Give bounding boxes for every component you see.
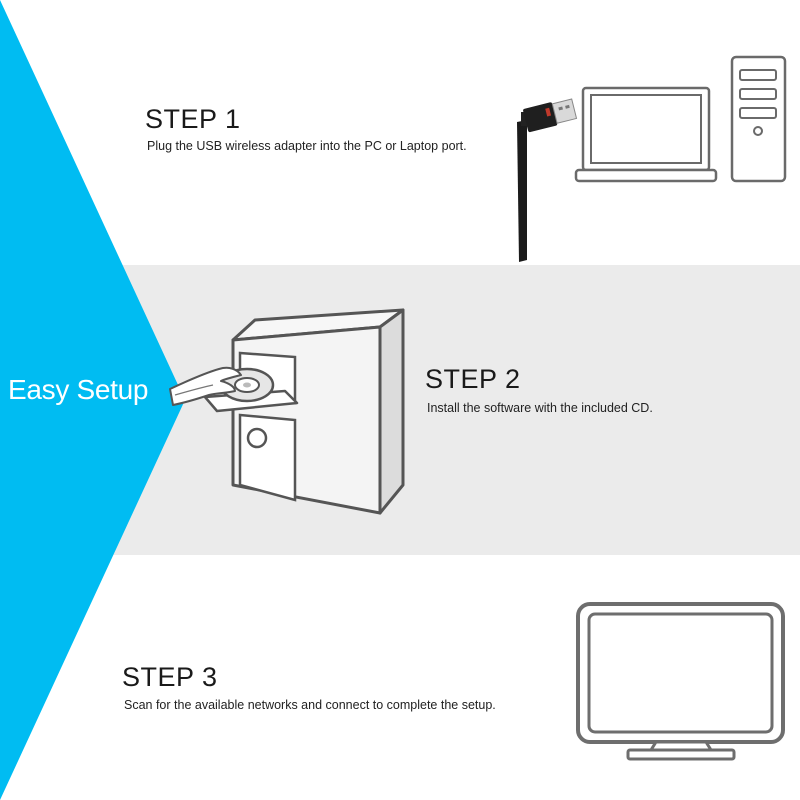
computer-cd-icon — [169, 308, 405, 515]
easy-setup-label: Easy Setup — [8, 374, 149, 405]
usb-adapter-icon — [517, 98, 578, 262]
step-3-description: Scan for the available networks and conn… — [124, 698, 496, 712]
monitor-icon — [576, 602, 785, 761]
step-2-title: STEP 2 — [425, 364, 521, 394]
laptop-icon — [574, 86, 718, 183]
step-1-description: Plug the USB wireless adapter into the P… — [147, 139, 467, 153]
desktop-tower-icon — [730, 55, 787, 183]
step-2-description: Install the software with the included C… — [427, 401, 653, 415]
step-3-title: STEP 3 — [122, 662, 218, 692]
step-1-title: STEP 1 — [145, 104, 241, 134]
